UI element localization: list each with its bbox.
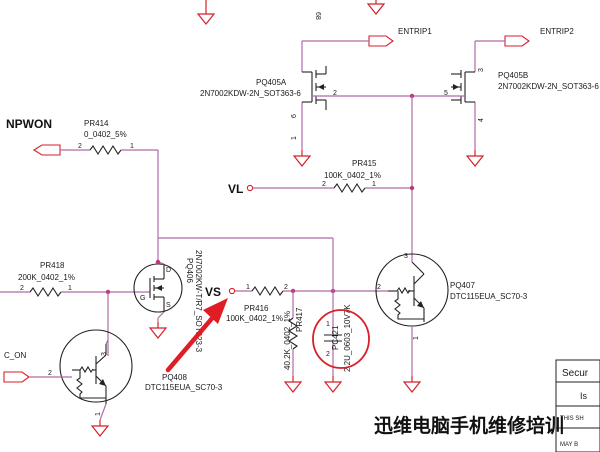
watermark: 迅维电脑手机维修培训 (374, 414, 564, 437)
ground-pq407 (403, 375, 421, 393)
mosfet-pq405b: 3 4 5 (444, 40, 505, 150)
pin-pr415-2: 2 (322, 181, 326, 188)
value-pq407: DTC115EUA_SC70-3 (450, 292, 528, 301)
net-vs: VS (205, 285, 221, 299)
value-pq406: 2N7002KW-T/R7_SOT323-3 (194, 250, 203, 353)
entrip1-connector (368, 35, 394, 47)
ref-pr418: PR418 (40, 261, 65, 270)
resistor-pr414 (89, 144, 122, 156)
value-pq405b: 2N7002KDW-2N_SOT363-6 (498, 82, 599, 91)
pin-pr414-1: 1 (130, 143, 134, 150)
pin-pq406-s: S (166, 302, 171, 309)
ground-pc421 (324, 375, 342, 393)
resistor-pr418 (29, 286, 62, 298)
npwon-connector (32, 144, 61, 156)
ref-pr414: PR414 (84, 119, 109, 128)
ground-pq405a (293, 149, 311, 167)
title-block-line-3: THIS SH (560, 416, 584, 422)
pin-pc421-2: 2 (326, 351, 330, 358)
resistor-pr415 (333, 182, 366, 194)
ground-symbol-top-left (196, 0, 216, 25)
title-block-line-4: MAY B (560, 442, 578, 448)
ref-pr417: PR417 (295, 307, 304, 332)
pin-pq407-2: 2 (377, 284, 381, 291)
entrip2-connector (504, 35, 530, 47)
ref-pq405a: PQ405A (256, 78, 287, 87)
pin-pr415-1: 1 (372, 181, 376, 188)
highlight-circle (312, 309, 370, 369)
value-pr417: 40.2K_0402_1% (283, 311, 292, 370)
pin-pr418-2: 2 (20, 285, 24, 292)
net-npwon: NPWON (6, 117, 52, 131)
ref-pc421: PC421 (331, 325, 340, 350)
pin-pq408-1: 1 (95, 412, 102, 416)
ref-pq405b: PQ405B (498, 71, 528, 80)
top-net-label: 68 (314, 12, 321, 20)
transistor-pq408: 2 3 1 (30, 329, 133, 416)
title-block: Secur Is THIS SH MAY B (555, 359, 600, 452)
ref-pq406: PQ406 (185, 258, 194, 283)
ground-pr417 (284, 375, 302, 393)
vl-port (246, 184, 254, 192)
pin-pq408-3: 3 (101, 352, 108, 356)
c-on-connector (3, 371, 30, 383)
mosfet-pq405a: 6 1 2 (291, 40, 369, 150)
pin-pq405b-5: 5 (444, 90, 448, 97)
pin-pq405a-6: 6 (291, 114, 298, 118)
pin-pr416-1: 1 (246, 284, 250, 291)
net-vl: VL (228, 182, 243, 196)
ref-pr415: PR415 (352, 159, 377, 168)
ground-symbol-top-right (366, 0, 386, 15)
value-pr416: 100K_0402_1% (226, 314, 283, 323)
ref-pq408: PQ408 (162, 373, 187, 382)
title-block-line-1: Secur (562, 368, 589, 379)
pin-pq405a-2: 2 (333, 90, 337, 97)
pin-pr416-2: 2 (284, 284, 288, 291)
annotation-arrow (165, 298, 228, 373)
mosfet-pq406: G D S (133, 259, 183, 319)
value-pr414: 0_0402_5% (84, 130, 127, 139)
value-pq408: DTC115EUA_SC70-3 (145, 383, 223, 392)
ref-pq407: PQ407 (450, 281, 475, 290)
pin-pr414-2: 2 (78, 143, 82, 150)
pin-pq407-1: 1 (413, 336, 420, 340)
value-pr415: 100K_0402_1% (324, 171, 381, 180)
pin-pq406-g: G (140, 295, 145, 302)
title-block-line-2: Is (580, 391, 588, 401)
pin-pq406-d: D (166, 267, 171, 274)
value-pq405a: 2N7002KDW-2N_SOT363-6 (200, 89, 301, 98)
resistor-pr416 (251, 285, 284, 297)
ground-pq405b (466, 149, 484, 167)
pin-pq405a-1: 1 (291, 136, 298, 140)
value-pr418: 200K_0402_1% (18, 273, 75, 282)
pin-pq405b-3: 3 (478, 68, 485, 72)
ground-pq408 (91, 419, 109, 437)
resistor-pr417 (287, 317, 299, 350)
pin-pq408-2: 2 (48, 370, 52, 377)
value-pc421: 2.2U_0603_10V7K (343, 304, 352, 372)
vs-port (228, 287, 236, 295)
ground-pq406 (149, 321, 167, 339)
pin-pc421-1: 1 (326, 321, 330, 328)
net-entrip1: ENTRIP1 (398, 27, 432, 36)
ref-pr416: PR416 (244, 304, 269, 313)
net-entrip2: ENTRIP2 (540, 27, 574, 36)
pin-pr418-1: 1 (68, 285, 72, 292)
net-c-on: C_ON (4, 351, 26, 360)
pin-pq407-3: 3 (404, 253, 408, 260)
pin-pq405b-4: 4 (478, 118, 485, 122)
